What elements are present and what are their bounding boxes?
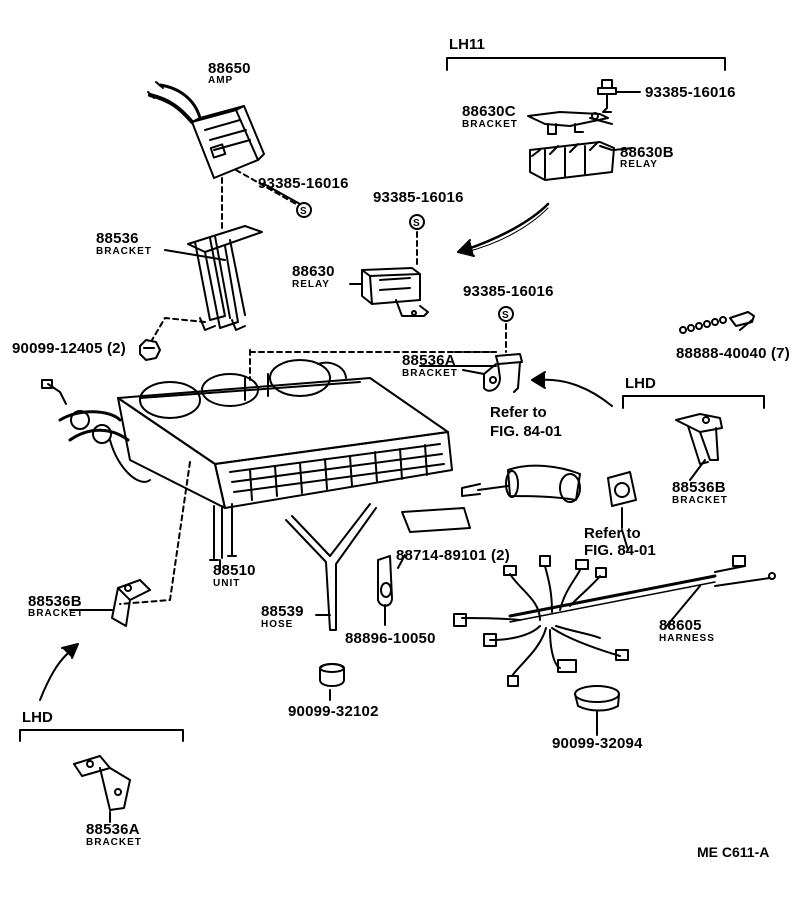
part-number-90099-32102: 90099-32102 xyxy=(288,703,379,720)
connector-fig84-drawing xyxy=(461,464,581,503)
part-number-93385-lh11: 93385-16016 xyxy=(645,84,736,101)
lh11-screw-drawing xyxy=(597,79,617,113)
screw-mark-2: S xyxy=(413,218,420,229)
lh11-bracket-line xyxy=(446,57,726,71)
part-number-88510: 88510 xyxy=(213,562,256,579)
part-number-88536b-right: 88536B xyxy=(672,479,726,496)
part-number-90099-32094: 90099-32094 xyxy=(552,735,643,752)
part-number-93385-relay: 93385-16016 xyxy=(373,189,464,206)
harness-88605-drawing xyxy=(453,555,776,687)
part-name-88539: HOSE xyxy=(261,619,294,630)
clip-88896-drawing xyxy=(377,555,393,607)
part-number-88630c: 88630C xyxy=(462,103,516,120)
bracket-88536b-right-drawing xyxy=(675,413,723,465)
part-number-93385-amp: 93385-16016 xyxy=(258,175,349,192)
lhd-label-right: LHD xyxy=(625,375,656,392)
part-number-88888: 88888-40040 (7) xyxy=(676,345,790,362)
screw-mark-1: S xyxy=(300,206,307,217)
part-number-90099-12405: 90099-12405 (2) xyxy=(12,340,126,357)
part-number-88536b-left: 88536B xyxy=(28,593,82,610)
bracket-88536a-bottom-drawing xyxy=(73,755,131,811)
hose-88539-drawing xyxy=(285,503,377,631)
part-name-88536b-left: BRACKET xyxy=(28,608,84,619)
part-number-88536a-bottom: 88536A xyxy=(86,821,140,838)
part-number-88630b: 88630B xyxy=(620,144,674,161)
lhd-right-arrow xyxy=(539,378,613,407)
part-name-amp: AMP xyxy=(208,75,234,86)
part-name-88630b: RELAY xyxy=(620,159,658,170)
part-number-88896: 88896-10050 xyxy=(345,630,436,647)
switch-fig84-drawing xyxy=(607,471,637,529)
screw-mark-3: S xyxy=(502,310,509,321)
relay-88630-drawing xyxy=(361,267,429,317)
bracket-88536b-left-drawing xyxy=(111,579,151,627)
part-number-88536a-top: 88536A xyxy=(402,352,456,369)
part-number-88650: 88650 xyxy=(208,60,251,77)
reference-code: ME C611-A xyxy=(697,844,770,860)
lhd-left-bracket-line xyxy=(19,729,184,742)
grommet-90099-32102-drawing xyxy=(319,663,345,687)
part-number-88714: 88714-89101 (2) xyxy=(396,547,510,564)
bracket-88630c-drawing xyxy=(527,111,609,135)
refer-fig-1: FIG. 84-01 xyxy=(490,423,562,440)
part-number-88539: 88539 xyxy=(261,603,304,620)
bracket-88536-drawing xyxy=(187,225,263,331)
nut-90099-12405-drawing xyxy=(139,339,161,361)
unit-88510-drawing xyxy=(41,359,453,561)
grommet-90099-32094-drawing xyxy=(574,685,620,712)
lhd-left-arrow xyxy=(39,649,73,701)
pad-88714-drawing xyxy=(401,507,471,533)
part-name-88605: HARNESS xyxy=(659,633,715,644)
part-name-88536a-top: BRACKET xyxy=(402,368,458,379)
bracket-88536a-top-drawing xyxy=(483,353,523,393)
lhd-right-bracket-line xyxy=(622,395,765,409)
part-name-88536b-right: BRACKET xyxy=(672,495,728,506)
lh11-arrow xyxy=(463,202,550,252)
refer-to-2: Refer to xyxy=(584,525,641,542)
part-name-88630c: BRACKET xyxy=(462,119,518,130)
refer-fig-2: FIG. 84-01 xyxy=(584,542,656,559)
part-number-93385-bracket: 93385-16016 xyxy=(463,283,554,300)
relay-88630b-drawing xyxy=(529,141,615,181)
refer-to-1: Refer to xyxy=(490,404,547,421)
part-name-88630: RELAY xyxy=(292,279,330,290)
part-number-88605: 88605 xyxy=(659,617,702,634)
bulbs-drawing xyxy=(679,311,755,334)
part-name-88536a-bottom: BRACKET xyxy=(86,837,142,848)
lhd-label-left: LHD xyxy=(22,709,53,726)
part-number-88536: 88536 xyxy=(96,230,139,247)
part-number-88630: 88630 xyxy=(292,263,335,280)
part-name-88536: BRACKET xyxy=(96,246,152,257)
part-name-88510: UNIT xyxy=(213,578,241,589)
amp-drawing xyxy=(147,81,265,179)
lh11-label: LH11 xyxy=(449,36,485,53)
